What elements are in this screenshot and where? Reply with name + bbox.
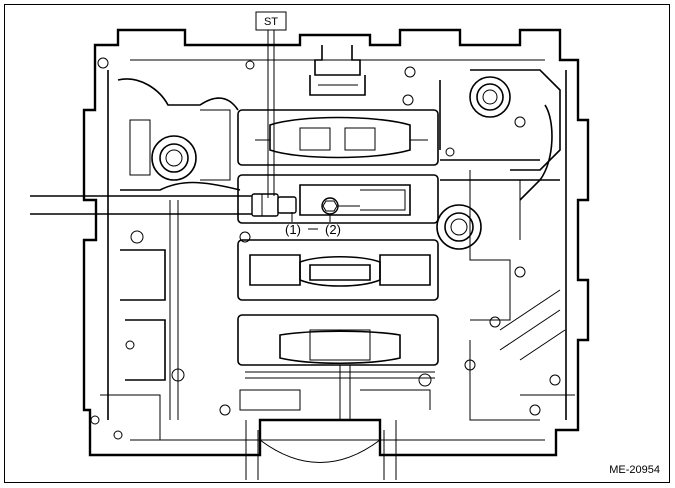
top-boss	[245, 45, 414, 106]
figure-code: ME-20954	[609, 464, 660, 476]
block-outline	[82, 28, 590, 480]
tool-tag-text: ST	[264, 16, 278, 28]
callout-1: (1)	[285, 222, 301, 237]
right-ribs	[404, 66, 566, 421]
leader-lines	[267, 30, 331, 222]
bolt-head	[321, 197, 360, 215]
special-tool-shaft	[30, 193, 297, 217]
crank-cavity	[237, 109, 439, 420]
tool-tag: ST	[255, 11, 287, 31]
figure-frame	[4, 4, 670, 483]
callout-2: (2)	[325, 222, 341, 237]
left-ribs	[90, 57, 251, 440]
